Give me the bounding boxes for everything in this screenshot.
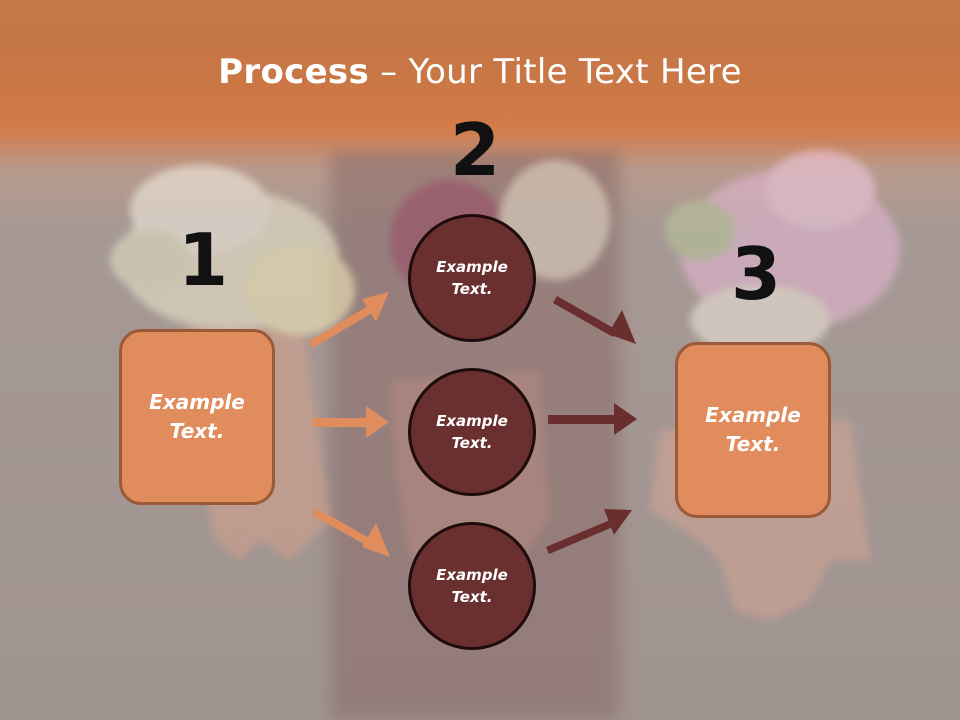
- step-circle-2: Example Text.: [408, 368, 536, 496]
- step-number-2: 2: [450, 108, 501, 192]
- step-box-1-text: Example Text.: [149, 390, 245, 443]
- step-circle-1: Example Text.: [408, 214, 536, 342]
- arrow-box1-to-circle3: [312, 508, 390, 557]
- arrow-circle2-to-box3: [548, 403, 637, 435]
- title-rest: – Your Title Text Here: [369, 52, 742, 92]
- arrow-box1-to-circle2: [313, 406, 389, 438]
- step-circle-1-text: Example Text.: [436, 257, 508, 299]
- step-box-3: Example Text.: [675, 342, 831, 518]
- step-number-3: 3: [731, 232, 782, 316]
- slide-title: Process – Your Title Text Here: [0, 52, 960, 92]
- arrow-box1-to-circle1: [309, 292, 389, 348]
- arrow-circle1-to-box3: [553, 296, 636, 344]
- title-bold: Process: [218, 52, 370, 92]
- step-circle-3: Example Text.: [408, 522, 536, 650]
- step-circle-2-text: Example Text.: [436, 411, 508, 453]
- step-number-1: 1: [178, 218, 229, 302]
- step-circle-3-text: Example Text.: [436, 565, 508, 607]
- step-box-1: Example Text.: [119, 329, 275, 505]
- step-box-3-text: Example Text.: [705, 403, 801, 456]
- arrow-circle3-to-box3: [546, 509, 632, 554]
